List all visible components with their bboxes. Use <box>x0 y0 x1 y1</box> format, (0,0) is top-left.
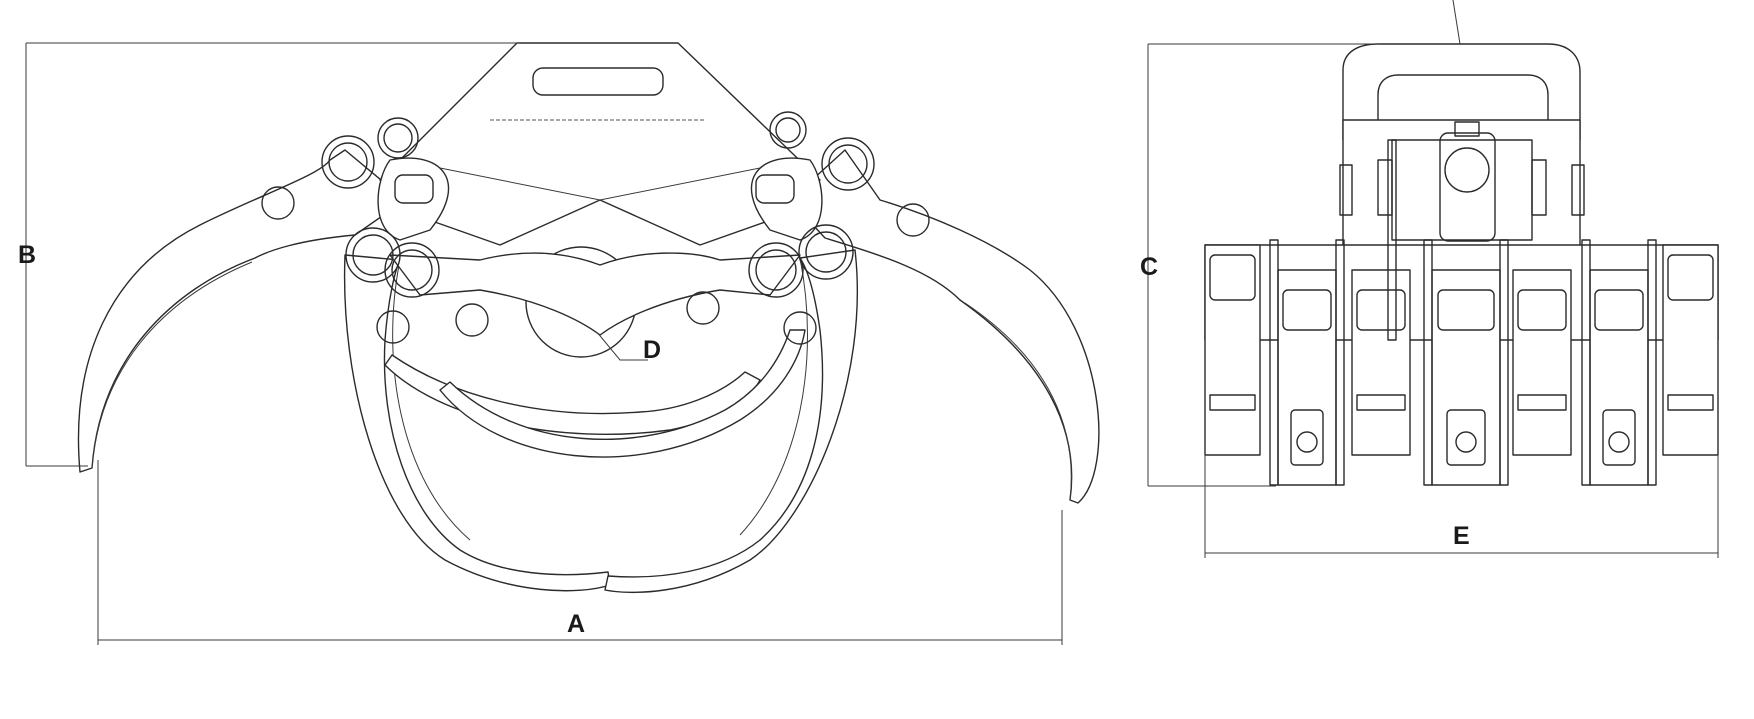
pivot-pins <box>321 111 875 298</box>
link-holes <box>261 186 930 345</box>
left-outer-jaw <box>77 149 406 473</box>
middle-arm-right <box>439 329 806 458</box>
center-brace <box>389 252 801 336</box>
right-inner-jaw <box>604 249 859 594</box>
label-c: C <box>1140 253 1158 281</box>
top-housing <box>379 42 821 246</box>
left-link-plate <box>377 157 450 241</box>
label-b: B <box>18 241 36 269</box>
slotted-pins <box>394 174 795 204</box>
front-view: A B D <box>18 42 1100 645</box>
label-d: D <box>643 336 661 364</box>
side-plates <box>1269 139 1657 486</box>
right-link-plate <box>750 157 823 241</box>
side-view: C E <box>1140 0 1719 558</box>
housing-slot <box>532 67 664 96</box>
label-e: E <box>1453 522 1470 550</box>
tines <box>1204 244 1719 486</box>
label-a: A <box>567 610 585 638</box>
rotator-housing <box>1342 119 1581 249</box>
